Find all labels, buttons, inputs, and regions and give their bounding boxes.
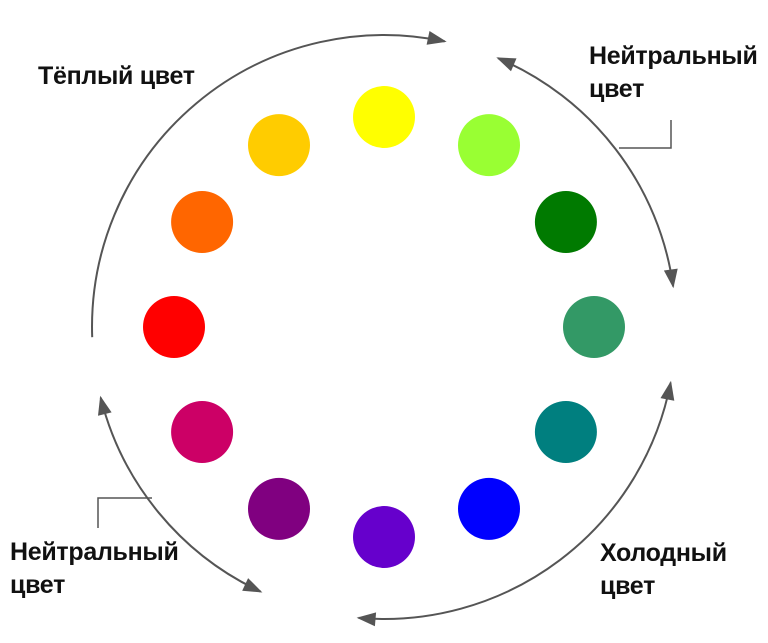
label-neutral-bottom-line1: Нейтральный (10, 538, 179, 566)
arc-neutral-top-arrowhead-end (663, 268, 678, 289)
label-cold-line2: цвет (600, 572, 656, 600)
color-dot-teal (534, 401, 597, 463)
label-cold-line1: Холодный (600, 539, 727, 567)
label-warm: Тёплый цвет (38, 60, 195, 93)
label-neutral-bottom: Нейтральный цвет (10, 536, 179, 602)
label-cold: Холодный цвет (600, 537, 727, 603)
arc-neutral-bottom (99, 397, 262, 593)
arc-warm (91, 34, 445, 338)
arc-neutral-top (497, 57, 675, 287)
color-dot-yellow (353, 86, 415, 148)
label-warm-text: Тёплый цвет (38, 62, 195, 90)
leader-neutral-bottom (97, 497, 152, 528)
label-neutral-bottom-line2: цвет (10, 571, 66, 599)
color-dot-orange (171, 191, 234, 253)
color-dot-gold (248, 114, 310, 177)
arc-cold-arrowhead-start (660, 380, 675, 401)
arc-neutral-bottom-arrowhead-start (242, 578, 263, 593)
color-dot-red (143, 296, 205, 358)
color-dots (143, 86, 625, 568)
arc-cold (358, 382, 672, 620)
color-dot-sea-green (563, 296, 625, 358)
leader-lines (97, 120, 672, 528)
color-dot-violet (353, 506, 415, 568)
arc-neutral-bottom-arrowhead-end (98, 395, 112, 416)
leader-neutral-top (619, 120, 672, 149)
label-neutral-top: Нейтральный цвет (589, 40, 758, 106)
arc-warm-arrowhead-end (426, 31, 447, 45)
label-neutral-top-line1: Нейтральный (589, 42, 758, 70)
label-neutral-top-line2: цвет (589, 75, 645, 103)
arrow-arcs (91, 31, 678, 627)
color-dot-yellow-green (458, 114, 520, 177)
color-dot-blue (458, 477, 520, 540)
color-dot-magenta (171, 401, 234, 463)
arc-neutral-top-arrowhead-start (496, 57, 517, 72)
arc-cold-arrowhead-end (356, 612, 377, 627)
color-dot-green (534, 191, 597, 253)
color-dot-purple (248, 477, 310, 540)
